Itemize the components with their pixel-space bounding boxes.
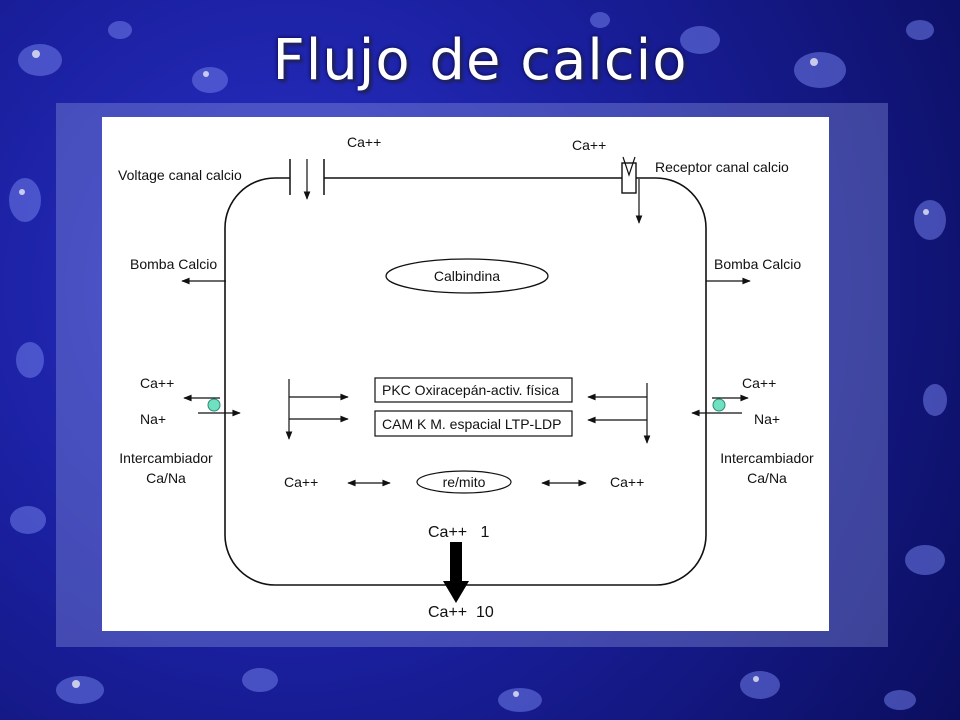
- store-ellipse: [416, 470, 512, 494]
- pump-right-label: Bomba Calcio: [714, 256, 801, 272]
- gradient-arrow: [443, 542, 469, 603]
- pkc-box: [374, 377, 573, 403]
- exchanger-right-ca: Ca++: [742, 375, 776, 391]
- exchanger-right-label-1: Intercambiador: [720, 450, 814, 466]
- store-left-ion: Ca++: [284, 474, 318, 490]
- exchanger-right-icon: [712, 398, 726, 412]
- diagram-panel: Ca++ Voltage canal calcio Ca++ Receptor …: [102, 117, 829, 631]
- gradient-inside-label: Ca++ 1: [428, 524, 489, 541]
- exchanger-left-icon: [207, 398, 221, 412]
- receptor-channel-label: Receptor canal calcio: [655, 159, 789, 175]
- exchanger-right-na: Na+: [754, 411, 780, 427]
- pkc-label: PKC Oxiracepán-activ. física: [382, 382, 559, 398]
- exchanger-left-label-1: Intercambiador: [119, 450, 213, 466]
- store-right-ion: Ca++: [610, 474, 644, 490]
- store-label: re/mito: [443, 474, 486, 490]
- exchanger-right-label-2: Ca/Na: [747, 470, 787, 486]
- exchanger-left-label-2: Ca/Na: [146, 470, 186, 486]
- gradient-outside-label: Ca++ 10: [428, 604, 494, 621]
- exchanger-left-na: Na+: [140, 411, 166, 427]
- pump-left-label: Bomba Calcio: [130, 256, 217, 272]
- receptor-channel-ion: Ca++: [572, 137, 606, 153]
- exchanger-left-ca: Ca++: [140, 375, 174, 391]
- calbindina-ellipse: [385, 258, 549, 294]
- calbindina-label: Calbindina: [434, 268, 500, 284]
- slide-title: Flujo de calcio: [272, 28, 688, 93]
- voltage-channel-ion: Ca++: [347, 134, 381, 150]
- voltage-channel-label: Voltage canal calcio: [118, 167, 242, 183]
- cam-box: [374, 410, 573, 437]
- calcium-flux-diagram: Ca++ Voltage canal calcio Ca++ Receptor …: [118, 134, 814, 621]
- cam-label: CAM K M. espacial LTP-LDP: [382, 416, 561, 432]
- receptor-channel: [621, 162, 637, 194]
